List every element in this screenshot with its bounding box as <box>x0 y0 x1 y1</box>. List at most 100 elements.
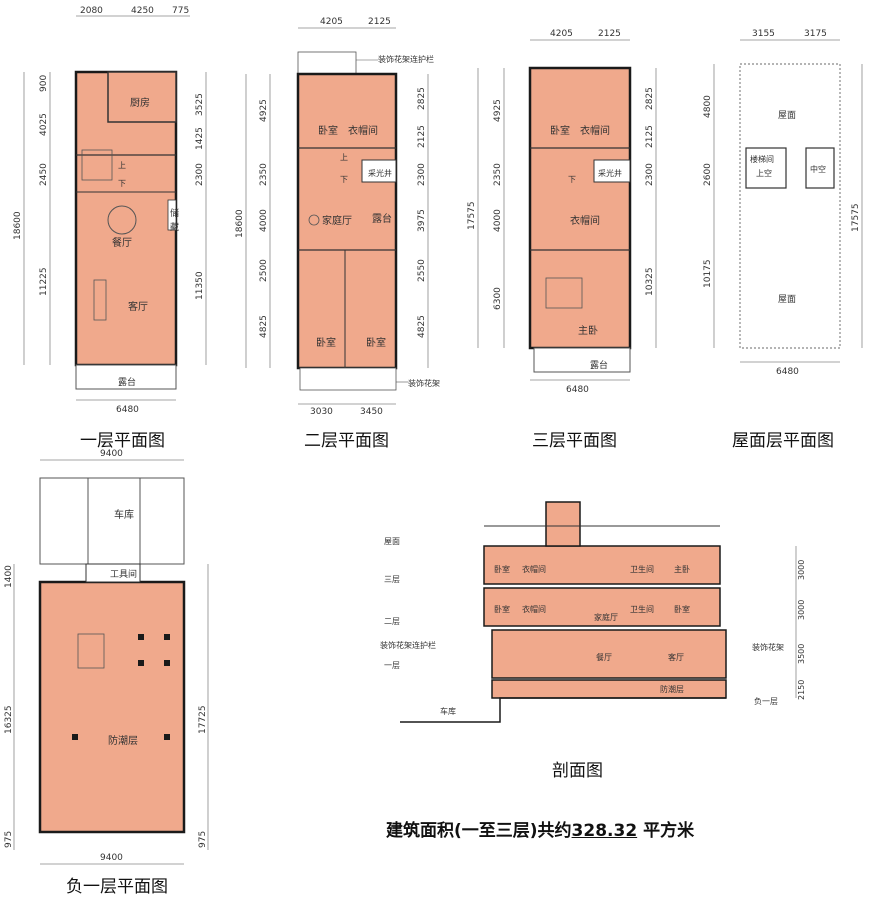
floor2-room-label: 家庭厅 <box>322 214 352 227</box>
roof-label: 中空 <box>810 164 826 174</box>
basement-left-dim: 1400 <box>4 565 14 588</box>
floor1-room-label: 露台 <box>118 376 136 388</box>
roof-right-total: 17575 <box>851 203 861 232</box>
floor2-left-dim: 4925 <box>259 99 269 122</box>
basement-room-label: 车库 <box>114 508 134 521</box>
roof-stair-box <box>745 147 787 189</box>
floor2-right-dim: 2550 <box>417 259 427 282</box>
floor2-annotation: 装饰花架 <box>408 378 440 388</box>
floor2-bottom-dim: 3450 <box>360 407 383 417</box>
roof-caption: 屋面层平面图 <box>732 431 834 451</box>
section-right-dim: 3000 <box>797 600 806 620</box>
section-ground-line <box>400 697 726 723</box>
roof-void-box <box>805 147 835 189</box>
floor3-right-dim: 2300 <box>645 163 655 186</box>
floor1-right-dim: 3525 <box>195 93 205 116</box>
floor1-left-dim: 2450 <box>39 163 49 186</box>
floor2-top-dim: 4205 <box>320 17 343 27</box>
section-room-label: 车库 <box>440 706 456 716</box>
section-annotation: 装饰花架连护栏 <box>380 640 436 650</box>
roof-plan: 屋面 楼梯间 上空 中空 屋面 3155 3175 6480 4800 2600… <box>703 29 863 377</box>
section-room-label: 衣帽间 <box>522 604 546 614</box>
basement-column <box>138 660 144 666</box>
roof-top-dim: 3155 <box>752 29 775 39</box>
floor1-caption: 一层平面图 <box>80 431 165 451</box>
roof-bottom-dim: 6480 <box>776 367 799 377</box>
section-level-label: 三层 <box>384 575 400 584</box>
section-room-label: 卧室 <box>494 564 510 574</box>
floor2-annotation: 装饰花架连护栏 <box>378 54 434 64</box>
floor2-caption: 二层平面图 <box>304 431 389 451</box>
basement-stair <box>77 633 105 669</box>
floor3-left-total: 17575 <box>467 201 477 230</box>
roof-left-dim: 10175 <box>703 259 713 288</box>
roof-label: 楼梯间 <box>750 154 774 164</box>
basement-tool-room <box>85 563 141 583</box>
floor1-plan: 厨房 餐厅 客厅 露台 储 藏 上 下 2080 4250 775 6480 9… <box>13 6 207 415</box>
floor3-top-dim: 2125 <box>598 29 621 39</box>
floor2-right-dim: 2125 <box>417 125 427 148</box>
dining-table <box>107 205 137 235</box>
floor1-stair <box>81 149 113 181</box>
floor2-left-total: 18600 <box>235 209 245 238</box>
floor3-room-label: 卧室 <box>550 124 570 137</box>
floor3-top-dim: 4205 <box>550 29 573 39</box>
floor2-room-label: 卧室 <box>366 336 386 349</box>
section-room-label: 家庭厅 <box>594 612 618 622</box>
section-level-label: 负一层 <box>754 696 778 706</box>
floor2-left-dim: 4000 <box>259 209 269 232</box>
floor3-left-dim: 2350 <box>493 163 503 186</box>
section-level-label: 一层 <box>384 661 400 670</box>
floor2-pergola <box>297 51 357 75</box>
floor2-bottom-pergola <box>299 367 397 391</box>
floor2-room-label: 卧室 <box>318 124 338 137</box>
floor3-plan: 卧室 衣帽间 采光井 衣帽间 主卧 露台 下 4205 2125 6480 49… <box>467 29 657 395</box>
section-room-label: 客厅 <box>668 652 684 662</box>
floor1-room-label: 藏 <box>170 221 179 233</box>
basement-interior <box>38 580 186 834</box>
floor2-stair-label: 下 <box>340 175 348 184</box>
section-drawing: 卧室 衣帽间 卫生间 主卧 卧室 衣帽间 家庭厅 卫生间 卧室 餐厅 客厅 防潮… <box>380 501 806 723</box>
section-ground-floor <box>491 629 727 679</box>
floor1-top-dim: 4250 <box>131 6 154 16</box>
floor2-room-label: 采光井 <box>368 168 392 178</box>
section-room-label: 卫生间 <box>630 604 654 614</box>
floor1-left-dim: 900 <box>39 75 49 92</box>
area-summary-prefix: 建筑面积(一至三层)共约 <box>386 821 572 841</box>
floor2-bottom-dim: 3030 <box>310 407 333 417</box>
floor3-bottom-dim: 6480 <box>566 385 589 395</box>
floor2-stair-label: 上 <box>340 153 348 162</box>
floor3-stair-label: 下 <box>568 175 576 184</box>
section-room-label: 防潮层 <box>660 684 684 694</box>
section-room-label: 卧室 <box>674 604 690 614</box>
basement-left-dim: 16325 <box>4 705 14 734</box>
section-room-label: 主卧 <box>674 564 690 574</box>
floor3-left-dim: 4925 <box>493 99 503 122</box>
floor1-top-dim: 775 <box>172 6 189 16</box>
floor2-room-label: 衣帽间 <box>348 124 378 137</box>
roof-left-dim: 2600 <box>703 163 713 186</box>
basement-column <box>164 734 170 740</box>
floor3-right-dim: 10325 <box>645 267 655 296</box>
section-level-label: 屋面 <box>384 537 400 546</box>
floor2-room-label: 露台 <box>372 212 392 225</box>
floor1-sofa <box>93 279 107 321</box>
area-summary-value: 328.32 <box>571 821 638 841</box>
roof-label: 屋面 <box>778 294 796 305</box>
roof-top-dim: 3175 <box>804 29 827 39</box>
section-room-label: 卫生间 <box>630 564 654 574</box>
section-room-label: 餐厅 <box>596 653 612 662</box>
floor2-left-dim: 2350 <box>259 163 269 186</box>
basement-column <box>164 634 170 640</box>
basement-right-dim: 975 <box>198 831 208 848</box>
section-caption: 剖面图 <box>552 761 603 781</box>
floor2-right-dim: 3975 <box>417 209 427 232</box>
floor2-lightwell <box>361 159 397 183</box>
floor1-left-dim: 4025 <box>39 113 49 136</box>
floor1-bottom-dim: 6480 <box>116 405 139 415</box>
basement-column <box>72 734 78 740</box>
section-basement-floor <box>491 679 727 699</box>
